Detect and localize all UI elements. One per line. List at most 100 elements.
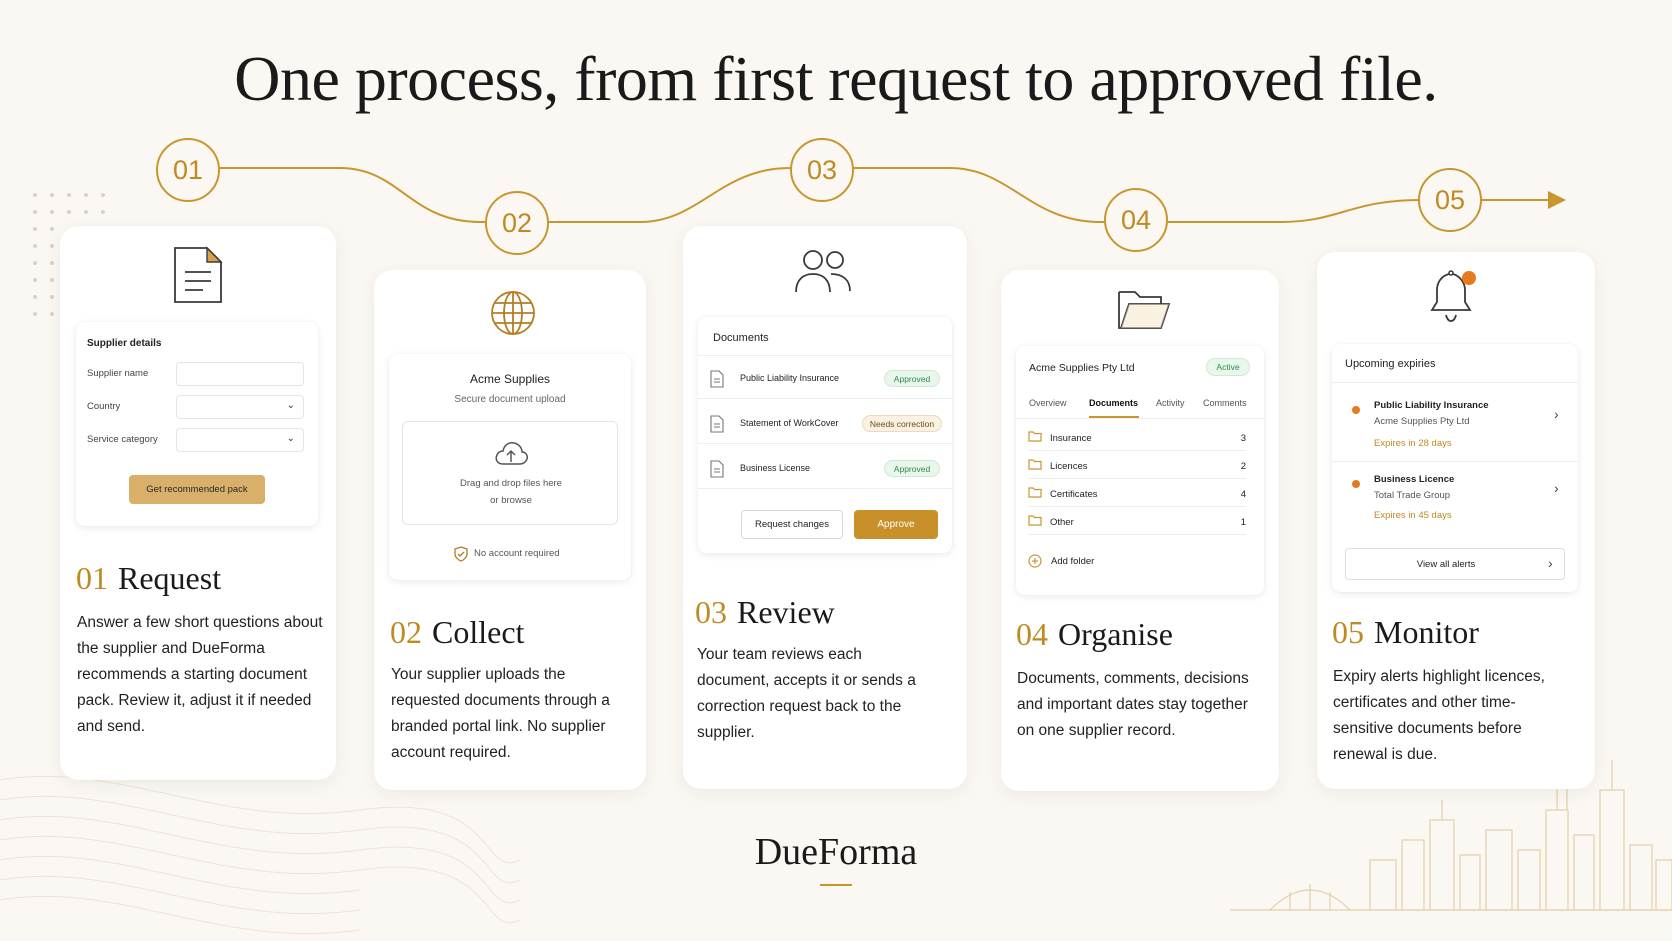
request-changes-button[interactable]: Request changes (741, 510, 843, 539)
chevron-down-icon: ⌄ (286, 433, 295, 444)
service-category-select[interactable]: ⌄ (176, 428, 304, 452)
approve-button[interactable]: Approve (854, 510, 938, 539)
supplier-record-panel: Acme Supplies Pty Ltd Active Overview Do… (1016, 346, 1264, 595)
step-card-monitor: Upcoming expiries Public Liability Insur… (1317, 252, 1595, 789)
form-title: Supplier details (87, 338, 162, 349)
doc-name: Statement of WorkCover (740, 418, 839, 428)
folder-label: Other (1050, 517, 1074, 528)
cloud-upload-icon (495, 442, 528, 465)
folder-icon (1028, 515, 1042, 526)
doc-row[interactable]: Statement of WorkCover Needs correction (698, 402, 952, 444)
chevron-down-icon: ⌄ (286, 400, 295, 411)
view-all-label: View all alerts (1416, 559, 1476, 570)
folder-icon (1028, 487, 1042, 498)
doc-row[interactable]: Business License Approved (698, 447, 952, 489)
step-desc-review: Your team reviews each document, accepts… (697, 646, 916, 741)
supplier-name-input[interactable] (176, 362, 304, 386)
alert-expiry: Expires in 28 days (1374, 438, 1452, 449)
folder-count: 3 (1240, 433, 1246, 444)
tab-comments[interactable]: Comments (1203, 398, 1247, 408)
tab-overview[interactable]: Overview (1029, 398, 1067, 408)
alert-dot-icon (1352, 480, 1360, 488)
expiry-alert-item[interactable]: Business Licence Total Trade Group Expir… (1332, 464, 1578, 526)
brand-logo: DueForma (754, 831, 918, 873)
shield-check-icon (454, 546, 468, 562)
globe-icon (491, 291, 535, 335)
label-country: Country (87, 401, 121, 412)
status-badge-approved: Approved (884, 460, 940, 477)
label-supplier-name: Supplier name (87, 368, 149, 379)
chevron-right-icon: › (1548, 555, 1553, 571)
portal-subtitle: Secure document upload (454, 394, 566, 405)
step-circle-02: 02 (485, 191, 549, 255)
folder-row-insurance[interactable]: Insurance 3 (1028, 424, 1246, 451)
chevron-right-icon: › (1554, 406, 1559, 422)
alert-expiry: Expires in 45 days (1374, 510, 1452, 521)
expiry-alert-item[interactable]: Public Liability Insurance Acme Supplies… (1332, 384, 1578, 462)
tab-documents[interactable]: Documents (1089, 398, 1139, 408)
folder-row-certificates[interactable]: Certificates 4 (1028, 480, 1246, 507)
documents-panel-title: Documents (713, 332, 769, 344)
step-desc-request: Answer a few short questions about the s… (77, 614, 323, 735)
status-badge-active: Active (1206, 358, 1250, 376)
alert-doc-name: Public Liability Insurance (1374, 400, 1489, 411)
folder-icon (1028, 431, 1042, 442)
document-icon (174, 246, 223, 303)
step-card-organise: Acme Supplies Pty Ltd Active Overview Do… (1001, 270, 1279, 791)
drop-zone[interactable]: Drag and drop files here or browse (402, 421, 618, 525)
folder-row-licences[interactable]: Licences 2 (1028, 452, 1246, 479)
country-select[interactable]: ⌄ (176, 395, 304, 419)
add-folder-button[interactable]: Add folder (1051, 556, 1095, 567)
expiries-title: Upcoming expiries (1345, 358, 1436, 370)
file-icon (710, 415, 724, 433)
folder-label: Licences (1050, 461, 1088, 472)
plus-circle-icon[interactable] (1028, 554, 1042, 568)
step-circle-05: 05 (1418, 168, 1482, 232)
active-tab-indicator (1089, 416, 1139, 418)
get-recommended-pack-button[interactable]: Get recommended pack (129, 475, 265, 504)
contour-lines-decoration (0, 775, 520, 935)
view-all-alerts-button[interactable]: View all alerts › (1345, 548, 1565, 580)
drop-zone-text-1: Drag and drop files here (460, 478, 562, 489)
arrow-head-icon (1548, 191, 1566, 209)
folder-label: Insurance (1050, 433, 1092, 444)
step-desc-organise: Documents, comments, decisions and impor… (1017, 670, 1249, 739)
page-headline: One process, from first request to appro… (234, 43, 1438, 114)
documents-review-panel: Documents Public Liability Insurance App… (698, 317, 952, 553)
browse-link[interactable]: or browse (490, 495, 532, 506)
upcoming-expiries-panel: Upcoming expiries Public Liability Insur… (1332, 344, 1578, 592)
users-icon (795, 250, 851, 293)
step-circle-04: 04 (1104, 188, 1168, 252)
file-icon (710, 460, 724, 478)
doc-name: Public Liability Insurance (740, 373, 840, 383)
alert-supplier: Total Trade Group (1374, 490, 1451, 501)
step-desc-monitor: Expiry alerts highlight licences, certif… (1333, 668, 1545, 763)
folder-count: 2 (1240, 461, 1246, 472)
alert-dot-icon (1352, 406, 1360, 414)
step-card-collect: Acme Supplies Secure document upload Dra… (374, 270, 646, 790)
folder-icon (1028, 459, 1042, 470)
bell-icon (1430, 270, 1476, 322)
alert-supplier: Acme Supplies Pty Ltd (1374, 416, 1470, 427)
no-account-note: No account required (474, 548, 560, 559)
doc-name: Business License (740, 463, 811, 473)
folder-label: Certificates (1050, 489, 1098, 500)
alert-doc-name: Business Licence (1374, 474, 1455, 485)
step-card-review: Documents Public Liability Insurance App… (683, 226, 967, 789)
folder-open-icon (1118, 291, 1171, 329)
step-card-request: Supplier details Supplier name Country ⌄… (60, 226, 336, 780)
step-circle-01: 01 (156, 138, 220, 202)
folder-row-other[interactable]: Other 1 (1028, 508, 1246, 535)
folder-count: 4 (1240, 489, 1246, 500)
tab-activity[interactable]: Activity (1156, 398, 1185, 408)
supplier-details-form: Supplier details Supplier name Country ⌄… (76, 322, 318, 526)
doc-row[interactable]: Public Liability Insurance Approved (698, 357, 952, 399)
status-badge-approved: Approved (884, 370, 940, 387)
label-service-category: Service category (87, 434, 158, 445)
portal-company-name: Acme Supplies (469, 372, 551, 386)
dot-grid-decoration (33, 193, 105, 316)
